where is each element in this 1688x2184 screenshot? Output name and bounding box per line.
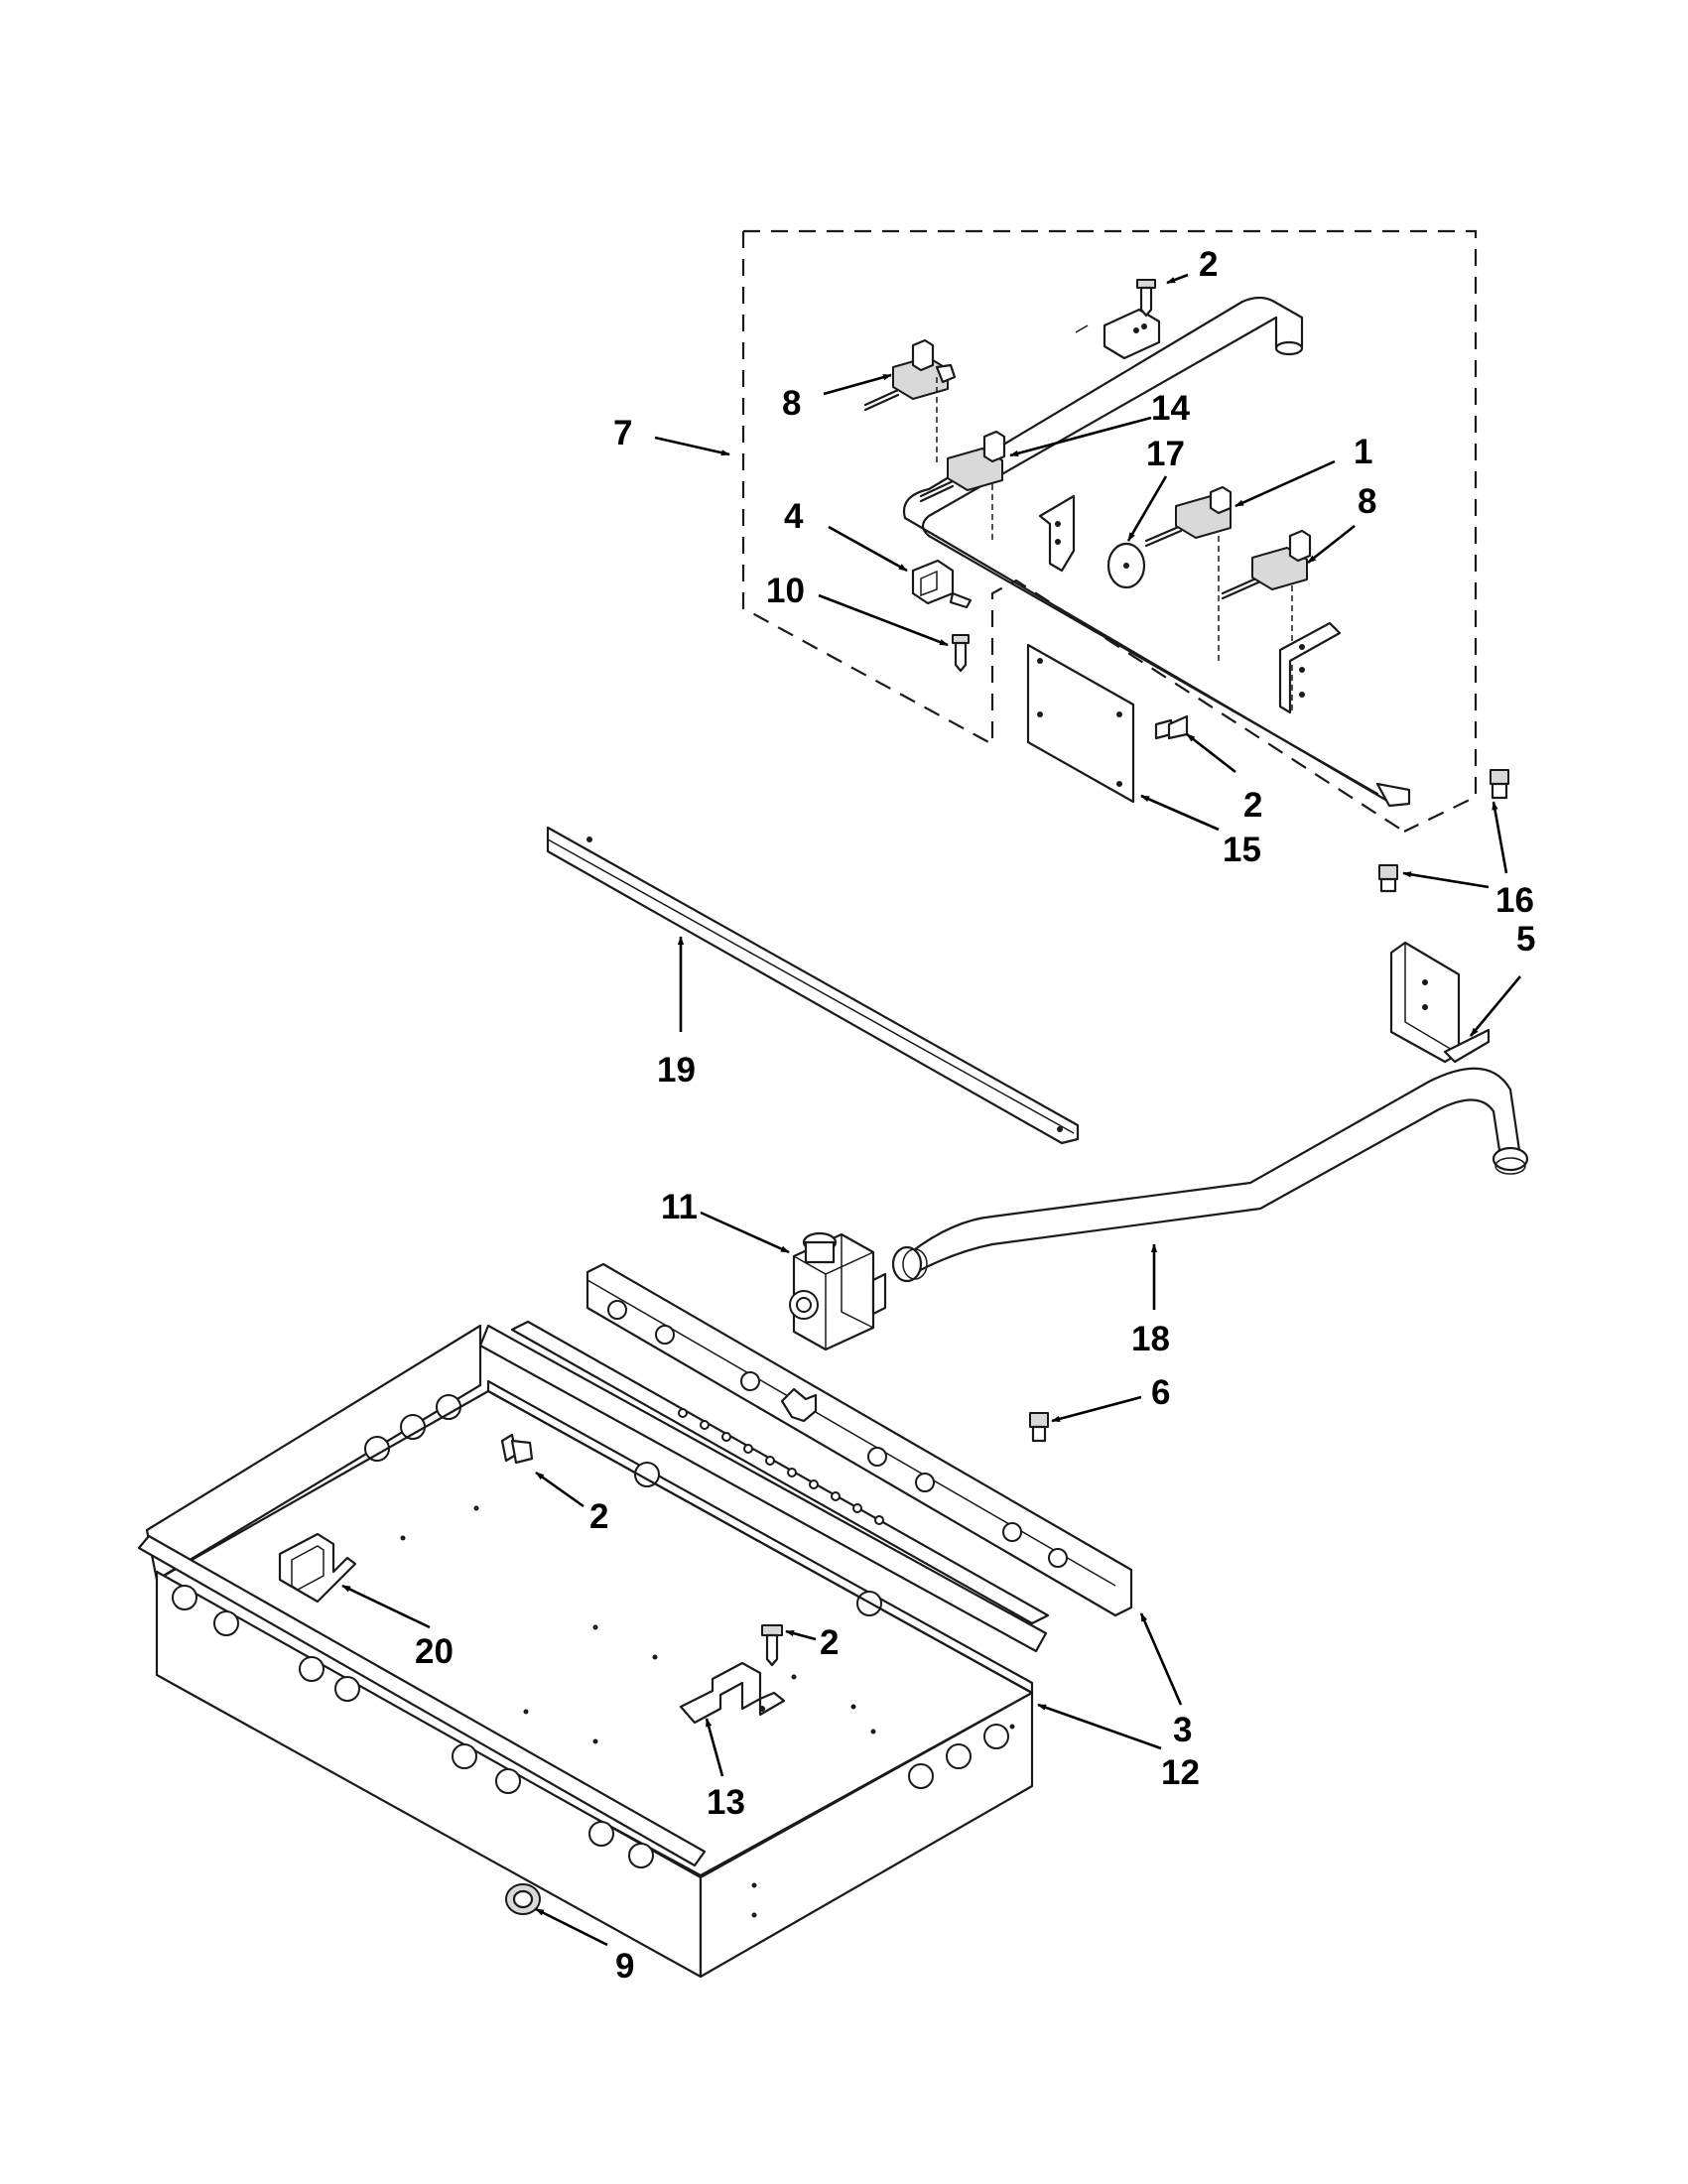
manifold-bracket-right [1278, 621, 1342, 714]
burner-valve-1 [863, 338, 957, 466]
bracket-20 [278, 1532, 357, 1604]
screw-bracket-13 [761, 1624, 783, 1667]
screw-10 [952, 634, 970, 673]
callout-8: 8 [1358, 482, 1376, 521]
screw-top [1136, 279, 1156, 318]
callout-4: 4 [784, 497, 804, 536]
callout-18: 18 [1131, 1320, 1170, 1358]
callout-16: 16 [1495, 881, 1534, 920]
gasket-17 [1106, 542, 1146, 589]
screw-pan-left [500, 1433, 534, 1465]
callout-19: 19 [657, 1051, 696, 1090]
callout-20: 20 [415, 1632, 454, 1671]
callout-3: 3 [1173, 1711, 1192, 1749]
callout-1: 1 [1354, 433, 1372, 471]
pressure-regulator-11 [789, 1231, 887, 1351]
fitting-16-upper [1490, 769, 1509, 800]
base-pan-12 [137, 1320, 1050, 1979]
callout-12: 12 [1161, 1753, 1200, 1792]
callout-10: 10 [766, 572, 805, 610]
callout-6: 6 [1151, 1373, 1170, 1412]
burner-valve-14 [919, 430, 1006, 541]
fitting-16-lower [1378, 864, 1398, 893]
callout-2: 2 [589, 1497, 608, 1536]
manifold-bracket-top [1103, 308, 1161, 360]
plate-15 [1026, 643, 1135, 804]
manifold-panel-3 [585, 1262, 1133, 1617]
burner-valve-8 [1221, 529, 1312, 714]
gas-tube-18 [891, 1067, 1529, 1283]
callout-7: 7 [613, 414, 632, 452]
callout-2: 2 [820, 1623, 839, 1662]
manifold-bracket-mid [1038, 494, 1076, 573]
callout-2: 2 [1243, 786, 1262, 825]
bracket-13 [679, 1661, 786, 1725]
callout-2: 2 [1199, 245, 1218, 284]
manifold-assembly-boundary [741, 229, 1478, 833]
callout-11: 11 [661, 1188, 698, 1226]
callout-13: 13 [707, 1783, 745, 1822]
callout-labels: 2 8 7 14 17 1 8 4 10 2 15 16 5 19 11 18 … [415, 245, 1535, 1986]
screw-plate [1154, 714, 1189, 740]
leveling-foot-9 [505, 1883, 541, 1915]
bracket-5 [1389, 941, 1491, 1064]
leader-lines [341, 273, 1521, 1947]
bracket-4 [911, 559, 973, 609]
callout-5: 5 [1516, 920, 1535, 959]
callout-15: 15 [1223, 831, 1261, 869]
callout-8: 8 [782, 384, 801, 423]
burner-valve-1b [1144, 485, 1233, 665]
callout-17: 17 [1146, 435, 1185, 473]
callout-9: 9 [615, 1947, 634, 1986]
fitting-6 [1029, 1412, 1049, 1443]
callout-14: 14 [1151, 389, 1190, 428]
rail-19 [546, 826, 1080, 1145]
manifold-pipe [902, 296, 1411, 808]
